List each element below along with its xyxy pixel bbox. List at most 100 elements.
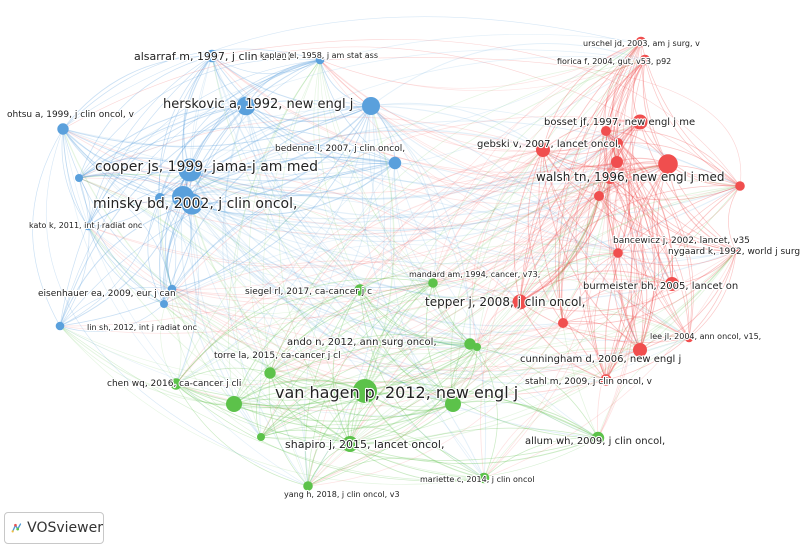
node-kato[interactable] [83, 221, 93, 231]
node-yangh[interactable] [303, 481, 313, 491]
node-alsarraf[interactable] [205, 49, 219, 63]
node-mandard[interactable] [428, 278, 438, 288]
node-bubble[interactable] [594, 191, 604, 201]
link-edge [542, 149, 737, 252]
node-label-eisenhauer[interactable]: eisenhauer ea, 2009, eur j can [37, 288, 177, 300]
node-burmeister[interactable] [665, 277, 679, 291]
node-label-yangh[interactable]: yang h, 2018, j clin oncol, v3 [283, 489, 401, 500]
node-label-vanhagen[interactable]: van hagen p, 2012, new engl j [274, 382, 519, 403]
node-label-burmeister[interactable]: burmeister bh, 2005, lancet on [582, 280, 739, 293]
node-tepper[interactable] [512, 294, 528, 310]
node-bubble[interactable] [558, 318, 568, 328]
node-bubble[interactable] [604, 172, 616, 184]
node-bubble[interactable] [362, 97, 380, 115]
node-label-walsh[interactable]: walsh tn, 1996, new engl j med [535, 169, 726, 185]
node-label-ando[interactable]: ando n, 2012, ann surg oncol, [286, 336, 438, 349]
link-edge [607, 121, 641, 254]
node-label-torre[interactable]: torre la, 2015, ca-cancer j cl [213, 350, 342, 362]
node-minsky[interactable] [181, 193, 203, 215]
link-edge [476, 346, 498, 479]
node-bubble[interactable] [257, 433, 265, 441]
node-label-mariette[interactable]: mariette c, 2014, j clin oncol [419, 474, 536, 485]
node-label-linsh[interactable]: lin sh, 2012, int j radiat onc [86, 322, 198, 333]
node-gebski[interactable] [536, 143, 550, 157]
node-allum[interactable] [591, 431, 605, 445]
node-label-leejl[interactable]: lee jl, 2004, ann oncol, v15, [649, 331, 762, 342]
node-label-stahl[interactable]: stahl m, 2009, j clin oncol, v [524, 376, 654, 388]
link-edge [269, 149, 544, 374]
node-bubble[interactable] [445, 396, 461, 412]
link-edge [542, 41, 642, 151]
link-edge [78, 49, 646, 179]
node-vanhagen[interactable] [353, 379, 377, 403]
link-edge [228, 59, 321, 405]
node-label-siegel[interactable]: siegel rl, 2017, ca-cancer j c [244, 286, 373, 298]
node-nygaard[interactable] [735, 181, 745, 191]
node-torre[interactable] [264, 367, 276, 379]
node-bubble[interactable] [160, 300, 168, 308]
link-edge [519, 252, 619, 303]
node-label-nygaard[interactable]: nygaard k, 1992, world j surg, [667, 246, 800, 258]
node-leejl[interactable] [684, 333, 694, 343]
node-label-herskovic[interactable]: herskovic a, 1992, new engl j [162, 96, 355, 113]
node-bubble[interactable] [732, 247, 740, 255]
node-label-kato[interactable]: kato k, 2011, int j radiat onc [28, 220, 144, 231]
link-edge [269, 372, 485, 479]
node-label-chenwq[interactable]: chen wq, 2016, ca-cancer j cli [106, 378, 243, 390]
link-edge [191, 203, 673, 303]
node-shapiro[interactable] [342, 436, 358, 452]
node-label-urschel[interactable]: urschel jd, 2003, am j surg, v [582, 38, 701, 49]
node-bubble[interactable] [75, 174, 83, 182]
node-label-ohtsu[interactable]: ohtsu a, 1999, j clin oncol, v [6, 109, 136, 121]
node-kaplan[interactable] [315, 55, 325, 65]
node-chenwq[interactable] [170, 378, 182, 390]
node-label-gebski[interactable]: gebski v, 2007, lancet oncol, [476, 138, 622, 151]
node-ando[interactable] [464, 338, 476, 350]
node-label-bedenne[interactable]: bedenne l, 2007, j clin oncol, [274, 143, 406, 155]
node-urschel[interactable] [635, 36, 647, 48]
node-label-shapiro[interactable]: shapiro j, 2015, lancet oncol, [284, 437, 446, 452]
node-label-mandard[interactable]: mandard am, 1994, cancer, v73, [408, 269, 541, 280]
link-edge [59, 196, 184, 327]
node-bosset[interactable] [632, 114, 648, 130]
node-ohtsu[interactable] [57, 123, 69, 135]
node-label-tepper[interactable]: tepper j, 2008, j clin oncol, [424, 294, 587, 310]
link-edge [163, 105, 372, 305]
link-edge [605, 130, 737, 252]
node-stahl[interactable] [600, 374, 612, 386]
node-cunningham[interactable] [633, 343, 647, 357]
link-edge [313, 59, 361, 291]
link-edge [260, 278, 673, 438]
node-mariette[interactable] [478, 472, 490, 484]
link-edge [87, 225, 690, 372]
node-label-kaplan[interactable]: kaplan el, 1958, j am stat ass [259, 50, 379, 61]
link-edge [394, 162, 434, 284]
node-label-minsky[interactable]: minsky bd, 2002, j clin oncol, [92, 195, 299, 213]
node-label-bancewicz[interactable]: bancewicz j, 2002, lancet, v35 [612, 235, 751, 247]
node-siegel[interactable] [354, 284, 366, 296]
node-bubble[interactable] [613, 138, 623, 148]
link-edge [269, 346, 478, 390]
node-label-cooper[interactable]: cooper js, 1999, jama-j am med [94, 158, 319, 176]
node-label-fiorica[interactable]: fiorica f, 2004, gut, v53, p92 [556, 56, 672, 67]
node-herskovic[interactable] [236, 96, 256, 116]
node-linsh[interactable] [55, 321, 65, 331]
node-label-cunningham[interactable]: cunningham d, 2006, new engl j [519, 353, 682, 366]
node-bubble[interactable] [601, 126, 611, 136]
node-label-alsarraf[interactable]: alsarraf m, 1997, j clin oncol [133, 49, 292, 64]
node-label-bosset[interactable]: bosset jf, 1997, new engl j me [543, 116, 696, 129]
node-fiorica[interactable] [639, 54, 651, 66]
node-bubble[interactable] [226, 396, 242, 412]
node-bubble[interactable] [155, 193, 165, 203]
node-eisenhauer[interactable] [167, 284, 177, 294]
node-walsh[interactable] [658, 154, 678, 174]
link-edge [59, 105, 247, 327]
node-bubble[interactable] [611, 156, 623, 168]
node-bancewicz[interactable] [613, 248, 623, 258]
node-label-allum[interactable]: allum wh, 2009, j clin oncol, [524, 435, 666, 448]
node-cooper[interactable] [178, 158, 202, 182]
link-edge [269, 161, 618, 374]
node-bedenne[interactable] [388, 156, 402, 170]
